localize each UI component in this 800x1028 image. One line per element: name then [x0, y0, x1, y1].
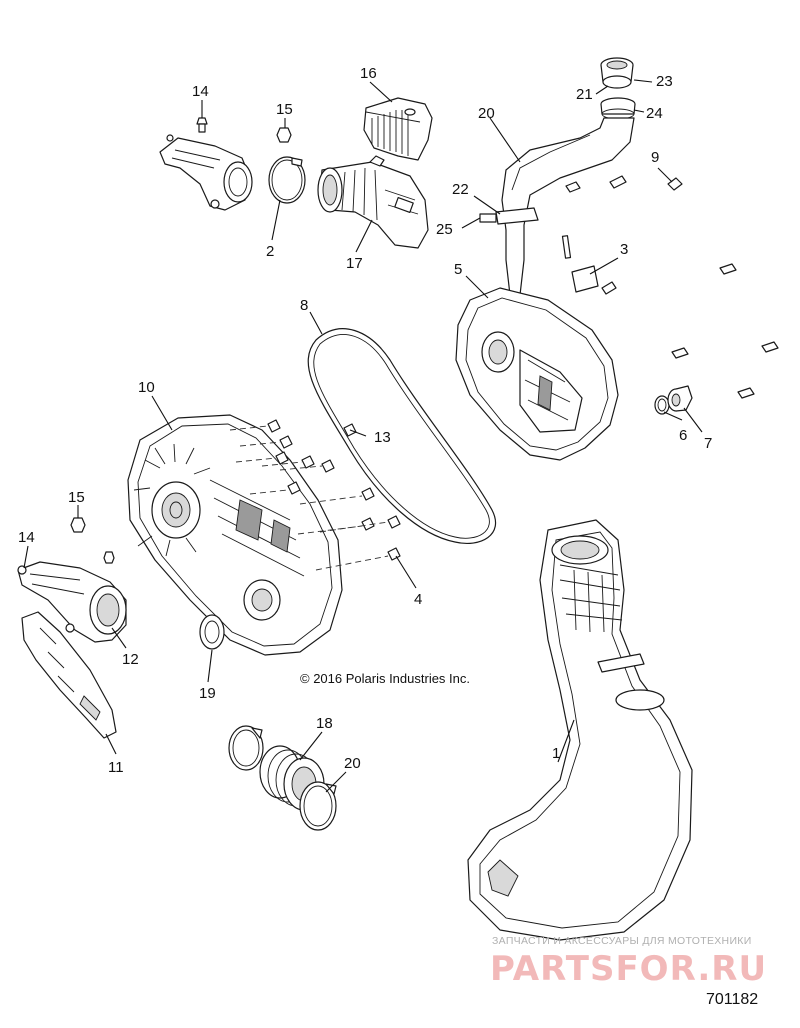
callout-24: 24	[646, 105, 663, 122]
callout-22: 22	[452, 181, 469, 198]
part-14-screw-top	[196, 117, 208, 133]
part-17-intake-duct	[317, 155, 429, 249]
callout-18: 18	[316, 715, 333, 732]
part-12-duct	[17, 561, 127, 643]
part-23-cap	[600, 57, 634, 89]
part-19-seal-ring	[199, 614, 225, 650]
callout-8: 8	[300, 297, 308, 314]
callout-21: 21	[576, 86, 593, 103]
part-20-clamp-bottom	[299, 781, 337, 831]
part-2-clamp	[268, 156, 306, 204]
diagram-id: 701182	[706, 991, 758, 1008]
leader-lines	[23, 79, 703, 793]
callout-4: 4	[414, 591, 422, 608]
callout-5: 5	[454, 261, 462, 278]
callout-13: 13	[374, 429, 391, 446]
callout-14-left: 14	[18, 529, 35, 546]
part-16-grille	[363, 97, 433, 161]
callout-7: 7	[704, 435, 712, 452]
callout-11: 11	[108, 759, 124, 776]
part-4-13-bolts	[229, 419, 401, 571]
part-8-drive-belt	[307, 328, 497, 544]
part-22-strap	[479, 207, 539, 225]
part-7-plug	[667, 385, 693, 412]
callout-20-top: 20	[478, 105, 495, 122]
callout-2: 2	[266, 243, 274, 260]
callout-10: 10	[138, 379, 155, 396]
part-10-inner-cover	[127, 414, 343, 656]
callout-19: 19	[199, 685, 216, 702]
part-15-nut-left	[70, 517, 115, 564]
callout-16: 16	[360, 65, 377, 82]
callout-23: 23	[656, 73, 673, 90]
watermark-brand: PARTSFOR.RU	[490, 949, 767, 989]
part-6-seal	[654, 395, 670, 415]
part-5-outer-cover	[455, 287, 619, 461]
part-20-vent-tube	[501, 117, 635, 296]
part-3-plate	[561, 235, 599, 293]
part-11-guard	[21, 611, 117, 739]
callout-1: 1	[552, 745, 560, 762]
callout-14-top: 14	[192, 83, 209, 100]
callout-labels: 14 15 2 17 16 20 21 23 24 22 25 9 3 5 6 …	[18, 65, 712, 776]
callout-15-top: 15	[276, 101, 293, 118]
callout-20-bottom: 20	[344, 755, 361, 772]
callout-12: 12	[122, 651, 139, 668]
callout-9: 9	[651, 149, 659, 166]
part-9-screws	[565, 175, 779, 399]
callout-17: 17	[346, 255, 363, 272]
part-15-nut-top	[276, 127, 292, 143]
part-24-coupler	[600, 97, 636, 120]
callout-3: 3	[620, 241, 628, 258]
callout-25: 25	[436, 221, 453, 238]
part-1-duct	[467, 519, 693, 941]
watermark-tagline: ЗАПЧАСТИ И АКСЕССУАРЫ ДЛЯ МОТОТЕХНИКИ	[492, 935, 752, 947]
callout-15-left: 15	[68, 489, 85, 506]
callout-6: 6	[679, 427, 687, 444]
copyright-notice: © 2016 Polaris Industries Inc.	[300, 671, 470, 686]
part-14-duct-bracket-top	[159, 134, 253, 211]
